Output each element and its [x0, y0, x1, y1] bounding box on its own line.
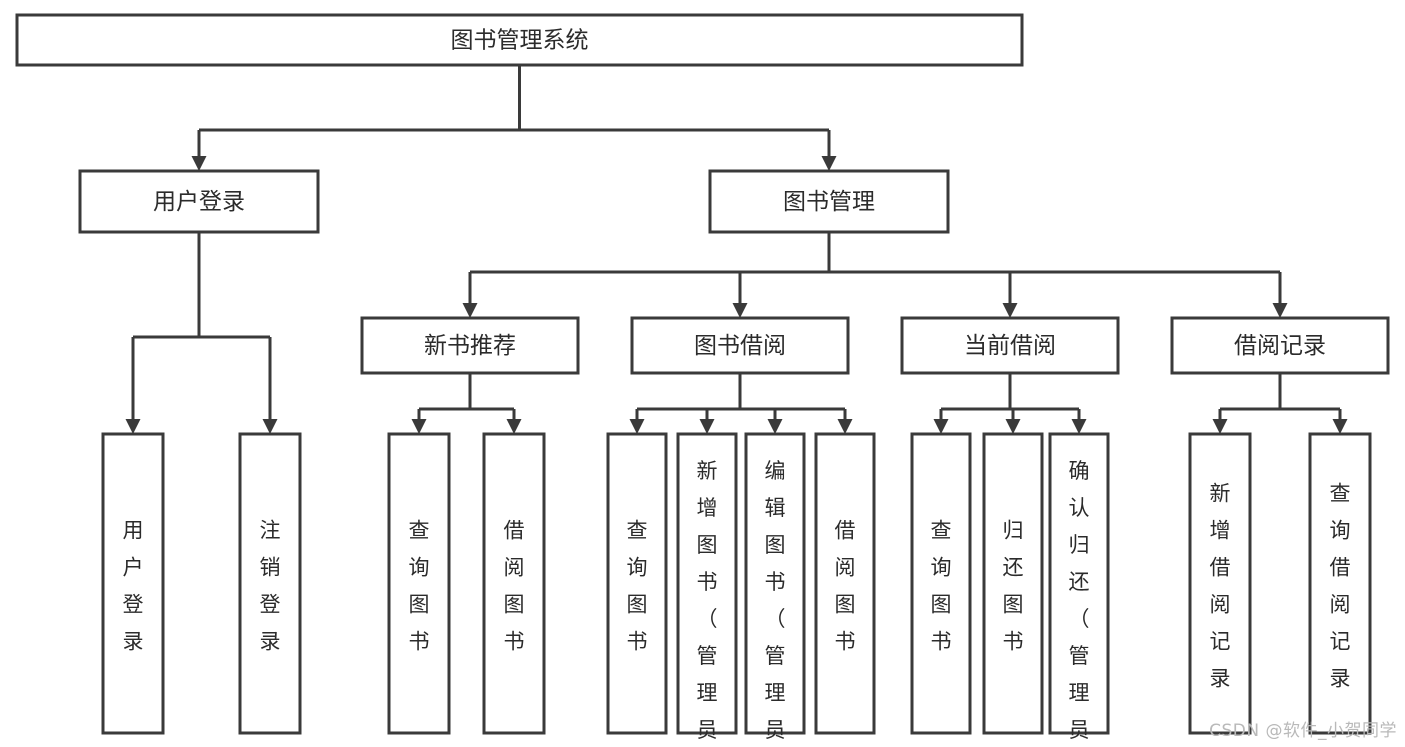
node-leaf-12[interactable]: 查询借阅记录 — [1308, 432, 1372, 735]
node-box — [238, 432, 302, 735]
node-label: 借阅图书 — [504, 519, 525, 654]
node-label: 查询借阅记录 — [1330, 482, 1351, 691]
edge-arrowhead-l3-1-1 — [699, 419, 715, 434]
node-box — [1188, 432, 1252, 735]
node-label: 新增借阅记录 — [1210, 482, 1231, 691]
node-label: 归还图书 — [1003, 519, 1024, 654]
node-box — [360, 316, 580, 375]
node-leaf-9[interactable]: 归还图书 — [982, 432, 1044, 735]
node-leaf-1[interactable]: 注销登录 — [238, 432, 302, 735]
node-box — [15, 13, 1024, 67]
node-label: 图书管理系统 — [451, 28, 589, 54]
node-label: 图书管理 — [783, 189, 875, 215]
node-level2-0[interactable]: 用户登录 — [78, 169, 320, 234]
node-box — [744, 432, 806, 735]
node-box — [387, 432, 451, 735]
edge-arrowhead-l3-0-0 — [411, 419, 427, 434]
node-leaf-10[interactable]: 确认归还（管理员） — [1048, 432, 1110, 747]
node-label: 注销登录 — [260, 519, 281, 654]
edge-arrowhead-book-3 — [1272, 303, 1288, 318]
node-leaf-4[interactable]: 查询图书 — [606, 432, 668, 735]
node-leaf-2[interactable]: 查询图书 — [387, 432, 451, 735]
edge-arrowhead-root-1 — [821, 156, 837, 171]
edge-arrowhead-user-0 — [125, 419, 141, 434]
node-label: 图书借阅 — [694, 333, 786, 359]
node-box — [101, 432, 165, 735]
edge-arrowhead-l3-0-1 — [506, 419, 522, 434]
edge-arrowhead-l3-3-0 — [1212, 419, 1228, 434]
node-level3-2[interactable]: 当前借阅 — [900, 316, 1120, 375]
edge-arrowhead-l3-1-3 — [837, 419, 853, 434]
node-label: 用户登录 — [123, 519, 144, 654]
node-label: 查询图书 — [931, 519, 952, 654]
edge-arrowhead-l3-2-2 — [1071, 419, 1087, 434]
node-box — [482, 432, 546, 735]
node-level3-0[interactable]: 新书推荐 — [360, 316, 580, 375]
node-level3-1[interactable]: 图书借阅 — [630, 316, 850, 375]
edges-layer — [125, 65, 1348, 434]
edge-arrowhead-l3-3-1 — [1332, 419, 1348, 434]
edge-arrowhead-book-0 — [462, 303, 478, 318]
node-label: 借阅记录 — [1234, 333, 1326, 359]
node-box — [676, 432, 738, 735]
node-label: 用户登录 — [153, 189, 245, 215]
node-box — [630, 316, 850, 375]
node-label: 查询图书 — [627, 519, 648, 654]
node-leaf-5[interactable]: 新增图书（管理员） — [676, 432, 738, 747]
edge-arrowhead-root-0 — [191, 156, 207, 171]
node-label: 新增图书（管理员） — [697, 459, 718, 747]
node-label: 新书推荐 — [424, 333, 516, 359]
node-label: 确认归还（管理员） — [1069, 459, 1090, 747]
node-label: 当前借阅 — [964, 333, 1056, 359]
node-box — [1048, 432, 1110, 735]
edge-arrowhead-book-1 — [732, 303, 748, 318]
edge-arrowhead-l3-2-0 — [933, 419, 949, 434]
node-box — [900, 316, 1120, 375]
node-level2-1[interactable]: 图书管理 — [708, 169, 950, 234]
node-box — [1170, 316, 1390, 375]
node-box — [910, 432, 972, 735]
nodes-layer: 图书管理系统用户登录图书管理新书推荐图书借阅当前借阅借阅记录用户登录注销登录查询… — [15, 13, 1390, 747]
node-level3-3[interactable]: 借阅记录 — [1170, 316, 1390, 375]
node-box — [982, 432, 1044, 735]
edge-arrowhead-book-2 — [1002, 303, 1018, 318]
node-label: 借阅图书 — [835, 519, 856, 654]
node-box — [78, 169, 320, 234]
edge-arrowhead-l3-1-2 — [767, 419, 783, 434]
node-box — [708, 169, 950, 234]
node-box — [1308, 432, 1372, 735]
edge-arrowhead-l3-1-0 — [629, 419, 645, 434]
edge-arrowhead-l3-2-1 — [1005, 419, 1021, 434]
node-box — [814, 432, 876, 735]
node-leaf-6[interactable]: 编辑图书（管理员） — [744, 432, 806, 747]
node-leaf-7[interactable]: 借阅图书 — [814, 432, 876, 735]
node-label: 查询图书 — [409, 519, 430, 654]
node-box — [606, 432, 668, 735]
csdn-watermark: CSDN @软件_小贺同学 — [1209, 721, 1397, 741]
node-root-0[interactable]: 图书管理系统 — [15, 13, 1024, 67]
node-leaf-3[interactable]: 借阅图书 — [482, 432, 546, 735]
node-leaf-11[interactable]: 新增借阅记录 — [1188, 432, 1252, 735]
edge-arrowhead-user-1 — [262, 419, 278, 434]
node-leaf-8[interactable]: 查询图书 — [910, 432, 972, 735]
node-label: 编辑图书（管理员） — [765, 459, 786, 747]
node-leaf-0[interactable]: 用户登录 — [101, 432, 165, 735]
